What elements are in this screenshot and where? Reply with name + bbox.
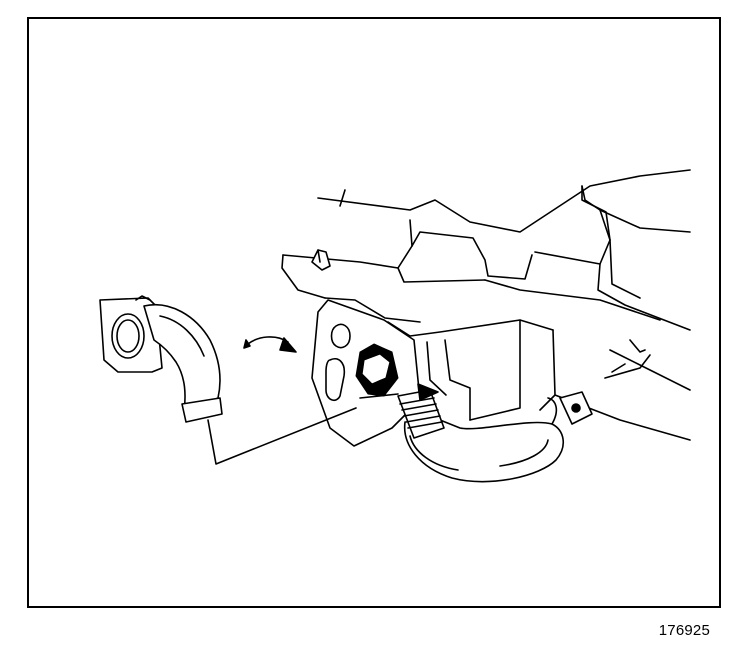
figure-id-label: 176925: [658, 622, 710, 639]
duct-adapter: [99, 295, 223, 423]
firewall-panel: [311, 299, 421, 447]
rotate-arrow: [243, 336, 297, 353]
mounting-tab: [559, 391, 593, 425]
leader-line: [207, 407, 357, 465]
dash-peg: [311, 249, 331, 271]
install-arrow: [359, 383, 439, 401]
heater-hose: [403, 397, 564, 483]
dash-panel-outline: [281, 169, 691, 441]
right-bracket: [581, 185, 641, 299]
